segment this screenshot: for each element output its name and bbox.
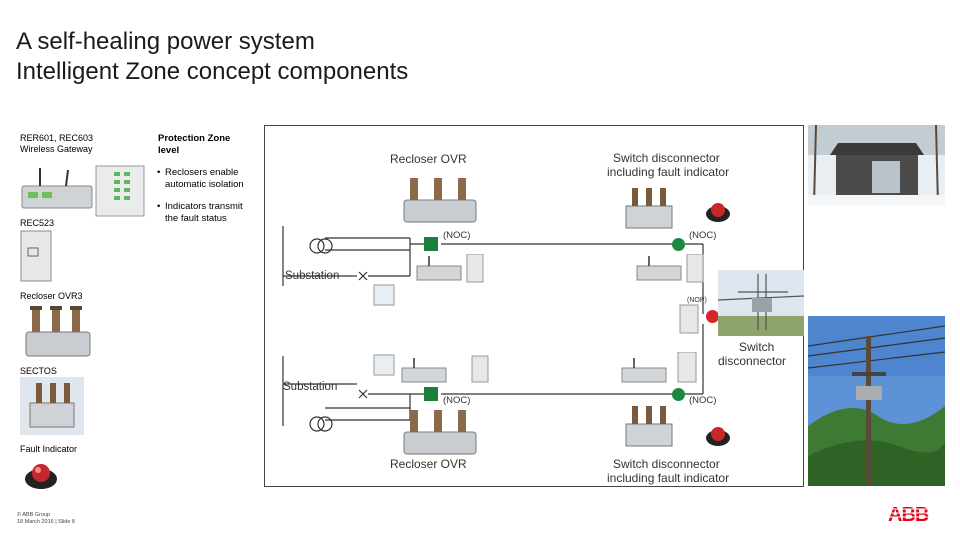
- slide-title: A self-healing power system Intelligent …: [16, 27, 408, 87]
- rtu-top-image: [416, 254, 484, 283]
- rtu-switch-bottom-image: [621, 352, 697, 383]
- recloser-top-label: Recloser OVR: [390, 152, 467, 166]
- substation-top-label: Substation: [285, 270, 340, 282]
- switch-bottom-image: [625, 406, 673, 447]
- switch-bottom-label-2: including fault indicator: [607, 471, 730, 485]
- rtu-switch-top-image: [636, 254, 704, 283]
- substation-bottom-label: Substation: [283, 381, 338, 393]
- footer-copyright: © ABB Group: [17, 512, 51, 518]
- switch-top-image: [625, 188, 673, 229]
- recloser-ovr3-image: [25, 306, 91, 357]
- protection-relay-top-image: [373, 284, 395, 306]
- recloser-ovr3-label: Recloser OVR3: [20, 291, 83, 301]
- switch-bottom-label-1: Switch disconnector: [613, 457, 720, 471]
- recloser-top-image: [403, 178, 477, 223]
- network-diagram: Recloser OVR Switch disconnector includi…: [264, 125, 804, 487]
- gateway-label: RER601, REC603 Wireless Gateway: [20, 133, 94, 154]
- svg-text:ABB: ABB: [888, 504, 929, 524]
- switch-mid-label-2: disconnector: [718, 354, 787, 368]
- sectos-label: SECTOS: [20, 366, 57, 376]
- switch-disconnector-photo: [718, 270, 804, 336]
- fault-indicator-top-image: [706, 203, 730, 222]
- noc-label-4: (NOC): [689, 395, 717, 406]
- rtu-bottom-image: [401, 355, 489, 383]
- switch-bottom-status: [672, 388, 685, 401]
- noc-label-1: (NOC): [443, 230, 471, 241]
- noc-label-3: (NOC): [443, 395, 471, 406]
- nop-switch-status: [706, 310, 719, 323]
- abb-logo: ABB: [888, 504, 944, 524]
- protection-relay-bottom-image: [373, 354, 395, 376]
- switch-top-status: [672, 238, 685, 251]
- sectos-image: [20, 377, 84, 435]
- title-line-1: A self-healing power system: [16, 28, 315, 55]
- title-line-2: Intelligent Zone concept components: [16, 58, 409, 85]
- rec523-device-image: [20, 230, 52, 282]
- footer-date-slide: 18 March 2016 | Slide 8: [17, 519, 75, 525]
- bullet-indicators: •Indicators transmit the fault status: [157, 201, 243, 224]
- switch-mid-label-1: Switch: [739, 340, 775, 354]
- recloser-top-status: [424, 237, 438, 251]
- bullet-reclosers: •Reclosers enable automatic isolation: [157, 167, 244, 190]
- protection-zone-heading: Protection Zone level: [158, 133, 231, 156]
- pole-mounted-recloser-photo: [808, 316, 945, 486]
- switch-top-label-1: Switch disconnector: [613, 151, 720, 165]
- rec523-label: REC523: [20, 218, 55, 228]
- switch-top-label-2: including fault indicator: [607, 165, 730, 179]
- fault-indicator-image: [25, 464, 57, 489]
- substation-hut-photo: [808, 125, 945, 205]
- diagram-lines: [282, 226, 704, 432]
- recloser-bottom-status: [424, 387, 438, 401]
- fault-indicator-bottom-image: [706, 427, 730, 446]
- recloser-bottom-label: Recloser OVR: [390, 457, 467, 471]
- nop-label: (NOP): [687, 297, 707, 304]
- noc-label-2: (NOC): [689, 230, 717, 241]
- nop-device-image: [679, 304, 699, 334]
- footer: © ABB Group 18 March 2016 | Slide 8: [17, 512, 75, 526]
- fault-indicator-label: Fault Indicator: [20, 444, 78, 454]
- recloser-bottom-image: [403, 410, 477, 455]
- gateway-device-image: [21, 165, 145, 217]
